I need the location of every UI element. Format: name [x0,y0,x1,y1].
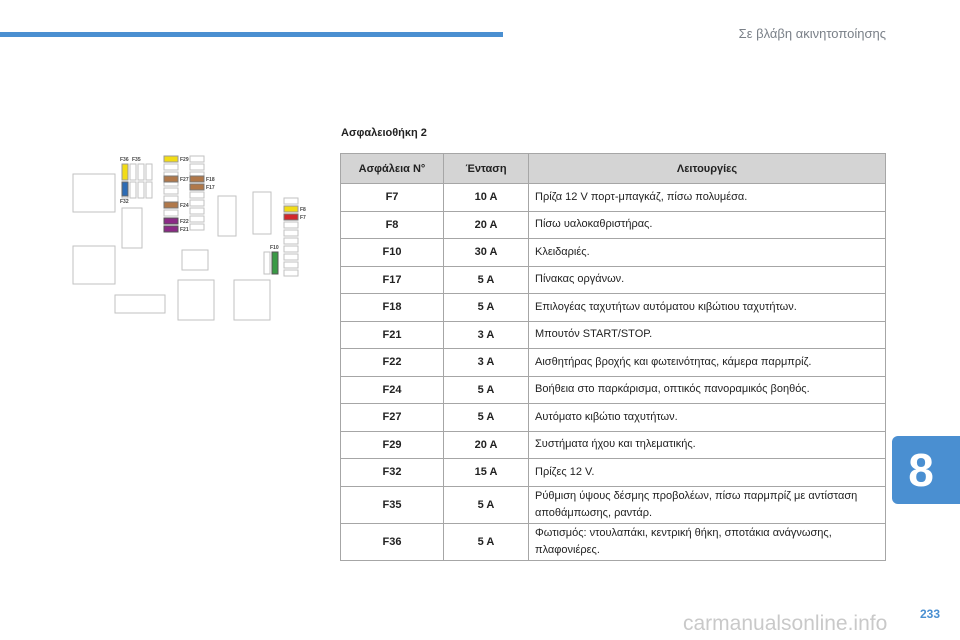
fuse-amperage: 5 A [443,523,529,561]
fuse-function: Αυτόματο κιβώτιο ταχυτήτων. [528,403,886,432]
fuse-amperage: 3 A [443,321,529,349]
watermark-text: carmanualsonline.info [683,612,888,635]
table-header-row: Ασφάλεια N° Ένταση Λειτουργίες [340,153,886,184]
fuse-number: F32 [340,458,444,487]
diagram-label-f36: F36 [120,157,129,163]
fuse-function: Κλειδαριές. [528,238,886,267]
fuse-function: Πρίζα 12 V πορτ-μπαγκάζ, πίσω πολυμέσα. [528,183,886,212]
section-title: Σε βλάβη ακινητοποίησης [738,26,886,41]
diagram-label-f22: F22 [180,219,189,225]
fuse-function: Φωτισμός: ντουλαπάκι, κεντρική θήκη, σπο… [528,523,886,561]
fuse-amperage: 5 A [443,266,529,294]
fuse-amperage: 10 A [443,183,529,212]
fuse-amperage: 30 A [443,238,529,267]
diagram-label-f17: F17 [206,185,215,191]
fuse-function: Ρύθμιση ύψους δέσμης προβολέων, πίσω παρ… [528,486,886,524]
chapter-tab: 8 [892,436,960,504]
fuse-number: F17 [340,266,444,294]
table-title: Ασφαλειοθήκη 2 [341,127,427,139]
fuse-number: F21 [340,321,444,349]
diagram-label-f24: F24 [180,203,189,209]
fuse-function: Μπουτόν START/STOP. [528,321,886,349]
diagram-label-f35: F35 [132,157,141,163]
header-accent-bar [0,32,503,37]
fuse-number: F35 [340,486,444,524]
fusebox-diagram: F36 F35 F32 F29 F27 F24 F22 F21 F18 F17 … [72,155,306,321]
fuse-amperage: 20 A [443,211,529,239]
fuse-number: F18 [340,293,444,322]
header-functions: Λειτουργίες [528,153,886,184]
fuse-function: Πρίζες 12 V. [528,458,886,487]
fuse-number: F7 [340,183,444,212]
diagram-label-f32: F32 [120,199,129,205]
fuse-amperage: 5 A [443,403,529,432]
diagram-label-f18: F18 [206,177,215,183]
fuse-function: Συστήματα ήχου και τηλεματικής. [528,431,886,459]
fuse-function: Αισθητήρας βροχής και φωτεινότητας, κάμε… [528,348,886,377]
header-fuse-number: Ασφάλεια N° [340,153,444,184]
fuse-function: Πίνακας οργάνων. [528,266,886,294]
fuse-amperage: 20 A [443,431,529,459]
fuse-number: F10 [340,238,444,267]
fuse-amperage: 3 A [443,348,529,377]
fuse-function: Επιλογέας ταχυτήτων αυτόματου κιβώτιου τ… [528,293,886,322]
diagram-label-f29: F29 [180,157,189,163]
fuse-amperage: 5 A [443,486,529,524]
diagram-label-f10: F10 [270,245,279,251]
diagram-label-f27: F27 [180,177,189,183]
fuse-number: F36 [340,523,444,561]
fuse-number: F8 [340,211,444,239]
fuse-function: Βοήθεια στο παρκάρισμα, οπτικός πανοραμι… [528,376,886,404]
diagram-label-f7: F7 [300,215,306,221]
fuse-amperage: 15 A [443,458,529,487]
diagram-label-f8: F8 [300,207,306,213]
header-amperage: Ένταση [443,153,529,184]
fuse-function: Πίσω υαλοκαθριστήρας. [528,211,886,239]
fuse-amperage: 5 A [443,293,529,322]
diagram-label-f21: F21 [180,227,189,233]
fuse-number: F24 [340,376,444,404]
fuse-number: F22 [340,348,444,377]
fuse-amperage: 5 A [443,376,529,404]
page-number: 233 [919,607,940,621]
fuse-number: F29 [340,431,444,459]
fuse-number: F27 [340,403,444,432]
